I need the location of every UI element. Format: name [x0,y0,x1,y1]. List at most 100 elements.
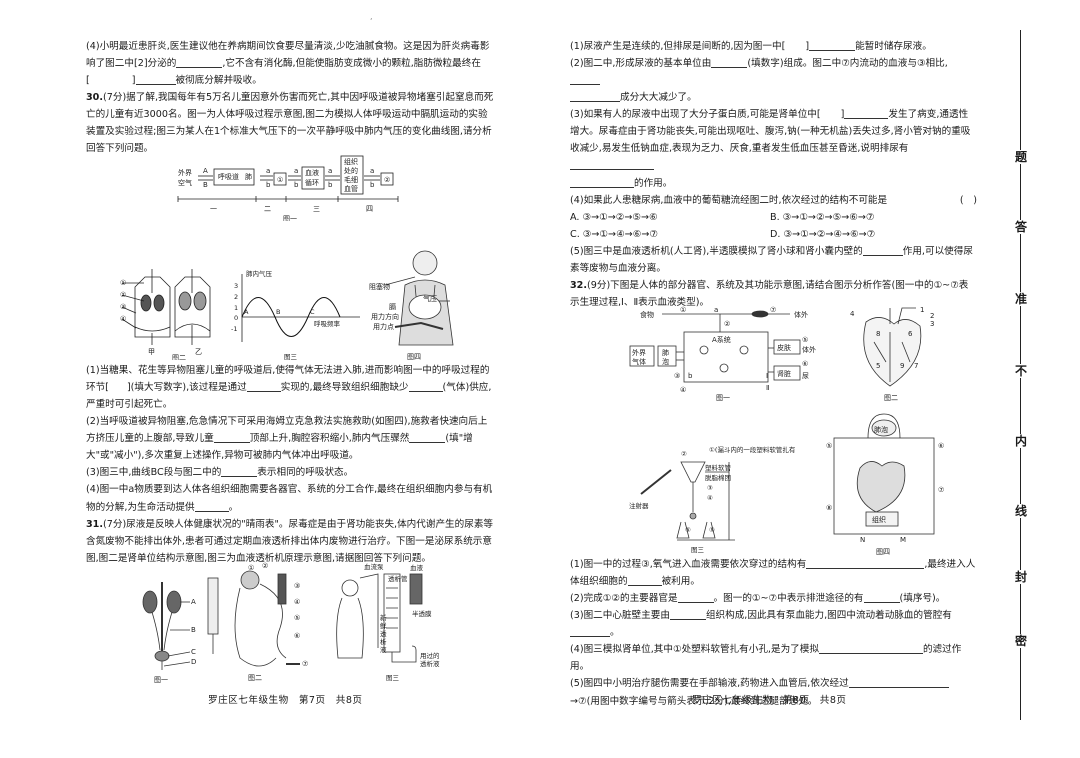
svg-text:食物: 食物 [640,310,654,319]
svg-text:4: 4 [850,310,855,318]
blood-circulation-figure: 肺泡 组织 ⑤ ⑥ ⑦ ⑧ N M 图四 [826,413,944,556]
svg-text:呼吸频率: 呼吸频率 [314,319,341,328]
seal-char: 不 [1010,364,1032,378]
svg-text:图二: 图二 [172,354,186,360]
svg-text:①: ① [680,306,686,314]
q31-stem: 31.(7分)尿液是反映人体健康状况的"晴雨表"。尿毒症是由于肾功能丧失,体内代… [86,518,494,564]
svg-text:④: ④ [294,598,300,606]
svg-text:体外: 体外 [802,345,816,354]
q32-3: (3)图二中心脏壁主要由组织构成,因此具有泵血能力,图四中流动着动脉血的管腔有。 [570,610,952,639]
svg-text:体外: 体外 [794,310,808,319]
svg-text:b: b [266,181,271,189]
svg-text:M: M [900,536,906,544]
svg-text:③: ③ [294,582,300,590]
svg-text:二: 二 [264,205,271,213]
page-top-mark: , [370,12,373,21]
svg-text:5: 5 [876,362,880,370]
q32-1: (1)图一中的过程③,氧气进入血液需要依次穿过的结构有,最终进入人体组织细胞的被… [570,559,976,588]
svg-text:③: ③ [120,303,126,311]
dialysis-figure: 血流泵 透析管 血液 半透膜 新 鲜 透 析 液 用过的 透析液 图三 [336,562,440,682]
q31-1: (1)尿液产生是连续的,但排尿是间断的,因为图一中[]能暂时储存尿液。 [570,41,932,52]
svg-text:图二: 图二 [248,674,262,682]
svg-text:气体: 气体 [632,357,646,366]
svg-text:D: D [191,658,196,666]
heimlich-figure: 阻塞物 气压 膈 用力方向 用力点 图四 [369,250,454,361]
svg-text:透析管: 透析管 [388,574,408,583]
footer-right: 罗庄区七年级生物 第8页 共8页 [692,695,847,706]
svg-text:一: 一 [210,205,217,213]
svg-text:8: 8 [876,330,880,338]
svg-text:析: 析 [380,637,387,646]
svg-text:阻塞物: 阻塞物 [369,282,390,291]
svg-text:0: 0 [234,314,238,322]
svg-text:7: 7 [914,362,918,370]
svg-text:b: b [688,372,693,380]
seal-char: 线 [1010,504,1032,518]
svg-text:b: b [370,181,375,189]
label-airway: 呼吸道 [218,172,239,181]
svg-text:组织: 组织 [344,157,358,166]
svg-text:①: ① [248,564,254,572]
svg-text:A: A [203,167,208,175]
svg-text:图四: 图四 [407,353,421,361]
svg-text:图四: 图四 [876,548,890,556]
lung-pressure-chart: 肺内气压 呼吸频率 3 2 1 0 -1 A B C 图三 [231,269,360,360]
svg-text:Ⅰ: Ⅰ [766,372,768,380]
svg-text:图三: 图三 [284,353,298,360]
q31-4: (4)如果此人患糖尿病,血液中的葡萄糖流经图二时,依次经过的结构不可能是( ) [570,194,977,206]
label-outside: 外界 [178,168,192,177]
seal-char: 内 [1010,434,1032,448]
svg-text:b: b [294,181,299,189]
svg-text:Ⅱ: Ⅱ [766,384,769,392]
svg-text:尿: 尿 [802,372,809,380]
svg-text:⑦: ⑦ [938,486,944,494]
svg-text:3: 3 [234,282,238,290]
bell-jar-model: ① ② ③ ④ 甲 乙 图二 [120,269,211,360]
svg-text:⑤: ⑤ [826,442,832,450]
svg-text:气压: 气压 [423,294,437,303]
svg-text:C: C [310,308,315,316]
svg-text:泡: 泡 [662,357,669,366]
right-page: (1)尿液产生是连续的,但排尿是间断的,因为图一中[]能暂时储存尿液。 (2)图… [570,38,977,311]
svg-text:用过的: 用过的 [420,651,440,660]
svg-text:2: 2 [930,312,934,320]
svg-text:液: 液 [380,645,387,654]
svg-text:透: 透 [380,630,387,638]
seal-char: 封 [1010,570,1032,584]
svg-text:B: B [276,308,280,316]
svg-text:外界: 外界 [632,348,646,357]
svg-text:塑料软管: 塑料软管 [705,463,732,472]
seal-char: 答 [1010,220,1032,234]
svg-text:肺: 肺 [245,173,252,181]
svg-text:①(漏斗内的一段塑料软管扎有若干小孔): ①(漏斗内的一段塑料软管扎有若干小孔) [709,445,795,454]
svg-text:肺: 肺 [662,349,669,357]
svg-text:A: A [244,308,249,316]
seal-char: 题 [1010,150,1032,164]
q30-3: (3)图三中,曲线BC段与图二中的表示相同的呼吸状态。 [86,467,354,479]
svg-text:三: 三 [313,205,320,213]
heart-figure: 1 2 3 4 5 6 7 8 9 图二 [850,306,934,402]
svg-text:1: 1 [234,304,238,312]
svg-text:②: ② [120,291,126,299]
svg-text:肺内气压: 肺内气压 [246,269,273,278]
seal-char: 密 [1010,634,1032,648]
svg-text:毛细: 毛细 [344,175,358,184]
svg-text:四: 四 [366,205,373,213]
svg-text:③: ③ [674,372,680,380]
svg-text:②: ② [384,176,390,184]
svg-text:皮肤: 皮肤 [777,343,791,352]
svg-text:用力点: 用力点 [373,322,394,331]
svg-text:膈: 膈 [389,303,396,311]
svg-text:-1: -1 [231,325,237,333]
footer-left: 罗庄区七年级生物 第7页 共8页 [208,695,363,706]
svg-text:9: 9 [900,362,904,370]
q31-3: (3)如果有人的尿液中出现了大分子蛋白质,可能是肾单位中[]发生了病变,通透性增… [570,109,971,189]
svg-text:肺泡: 肺泡 [874,425,888,434]
left-page: (4)小明最近患肝炎,医生建议他在养病期间饮食要尽量清淡,少吃油腻食物。这是因为… [86,38,496,157]
svg-text:②: ② [724,320,730,328]
label-air: 空气 [178,178,192,187]
svg-text:⑤: ⑤ [294,614,300,622]
q30-4: (4)图一中a物质要到达人体各组织细胞需要各器官、系统的分工合作,最终在组织细胞… [86,484,493,513]
svg-text:甲: 甲 [148,348,155,356]
